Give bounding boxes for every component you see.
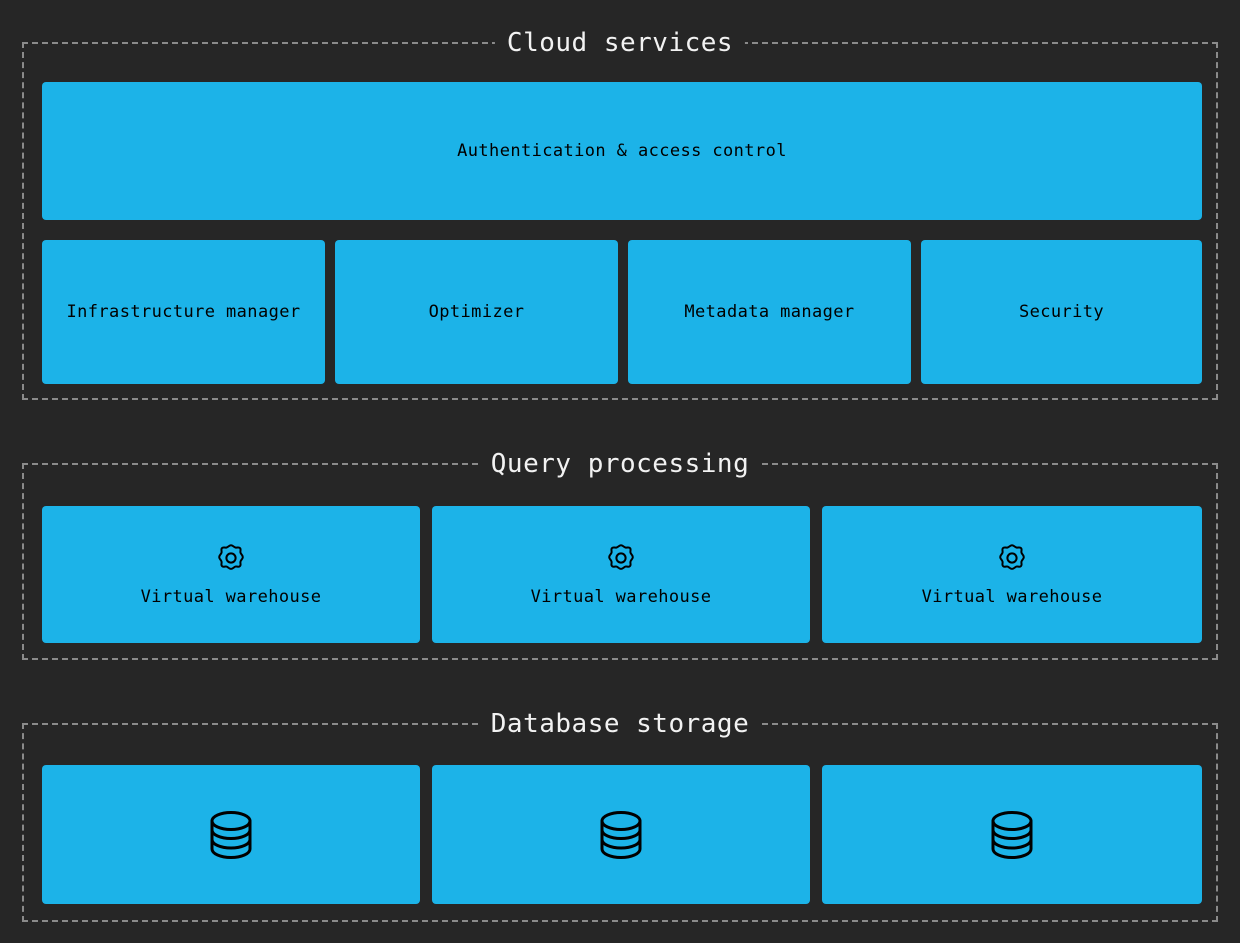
node-authentication-access-control[interactable]: Authentication & access control <box>42 82 1202 220</box>
node-label: Authentication & access control <box>457 141 787 161</box>
group-inner-cloud-services: Authentication & access control Infrastr… <box>24 44 1216 398</box>
gear-icon <box>996 542 1028 574</box>
node-label: Virtual warehouse <box>140 586 322 607</box>
database-icon <box>598 809 644 861</box>
group-query-processing: Query processing Virtual warehouse <box>22 447 1218 660</box>
node-label: Virtual warehouse <box>921 586 1103 607</box>
node-optimizer[interactable]: Optimizer <box>335 240 618 384</box>
gear-icon <box>605 542 637 574</box>
group-inner-database-storage <box>24 725 1216 920</box>
node-virtual-warehouse-3[interactable]: Virtual warehouse <box>822 506 1202 643</box>
node-virtual-warehouse-1[interactable]: Virtual warehouse <box>42 506 420 643</box>
node-database-storage-3[interactable] <box>822 765 1202 904</box>
group-title-database-storage: Database storage <box>478 707 762 741</box>
group-title-cloud-services: Cloud services <box>494 26 746 60</box>
group-database-storage: Database storage <box>22 707 1218 922</box>
node-label: Metadata manager <box>684 302 855 322</box>
node-label: Security <box>1018 302 1105 322</box>
node-database-storage-1[interactable] <box>42 765 420 904</box>
node-security[interactable]: Security <box>921 240 1202 384</box>
node-metadata-manager[interactable]: Metadata manager <box>628 240 911 384</box>
node-infrastructure-manager[interactable]: Infrastructure manager <box>42 240 325 384</box>
node-virtual-warehouse-2[interactable]: Virtual warehouse <box>432 506 810 643</box>
group-cloud-services: Cloud services Authentication & access c… <box>22 26 1218 400</box>
group-inner-query-processing: Virtual warehouse Virtual warehouse <box>24 465 1216 658</box>
database-icon <box>208 809 254 861</box>
node-label: Optimizer <box>428 302 525 322</box>
node-label: Infrastructure manager <box>66 302 301 322</box>
gear-icon <box>215 542 247 574</box>
group-title-query-processing: Query processing <box>478 447 762 481</box>
database-icon <box>989 809 1035 861</box>
node-database-storage-2[interactable] <box>432 765 810 904</box>
node-label: Virtual warehouse <box>530 586 712 607</box>
